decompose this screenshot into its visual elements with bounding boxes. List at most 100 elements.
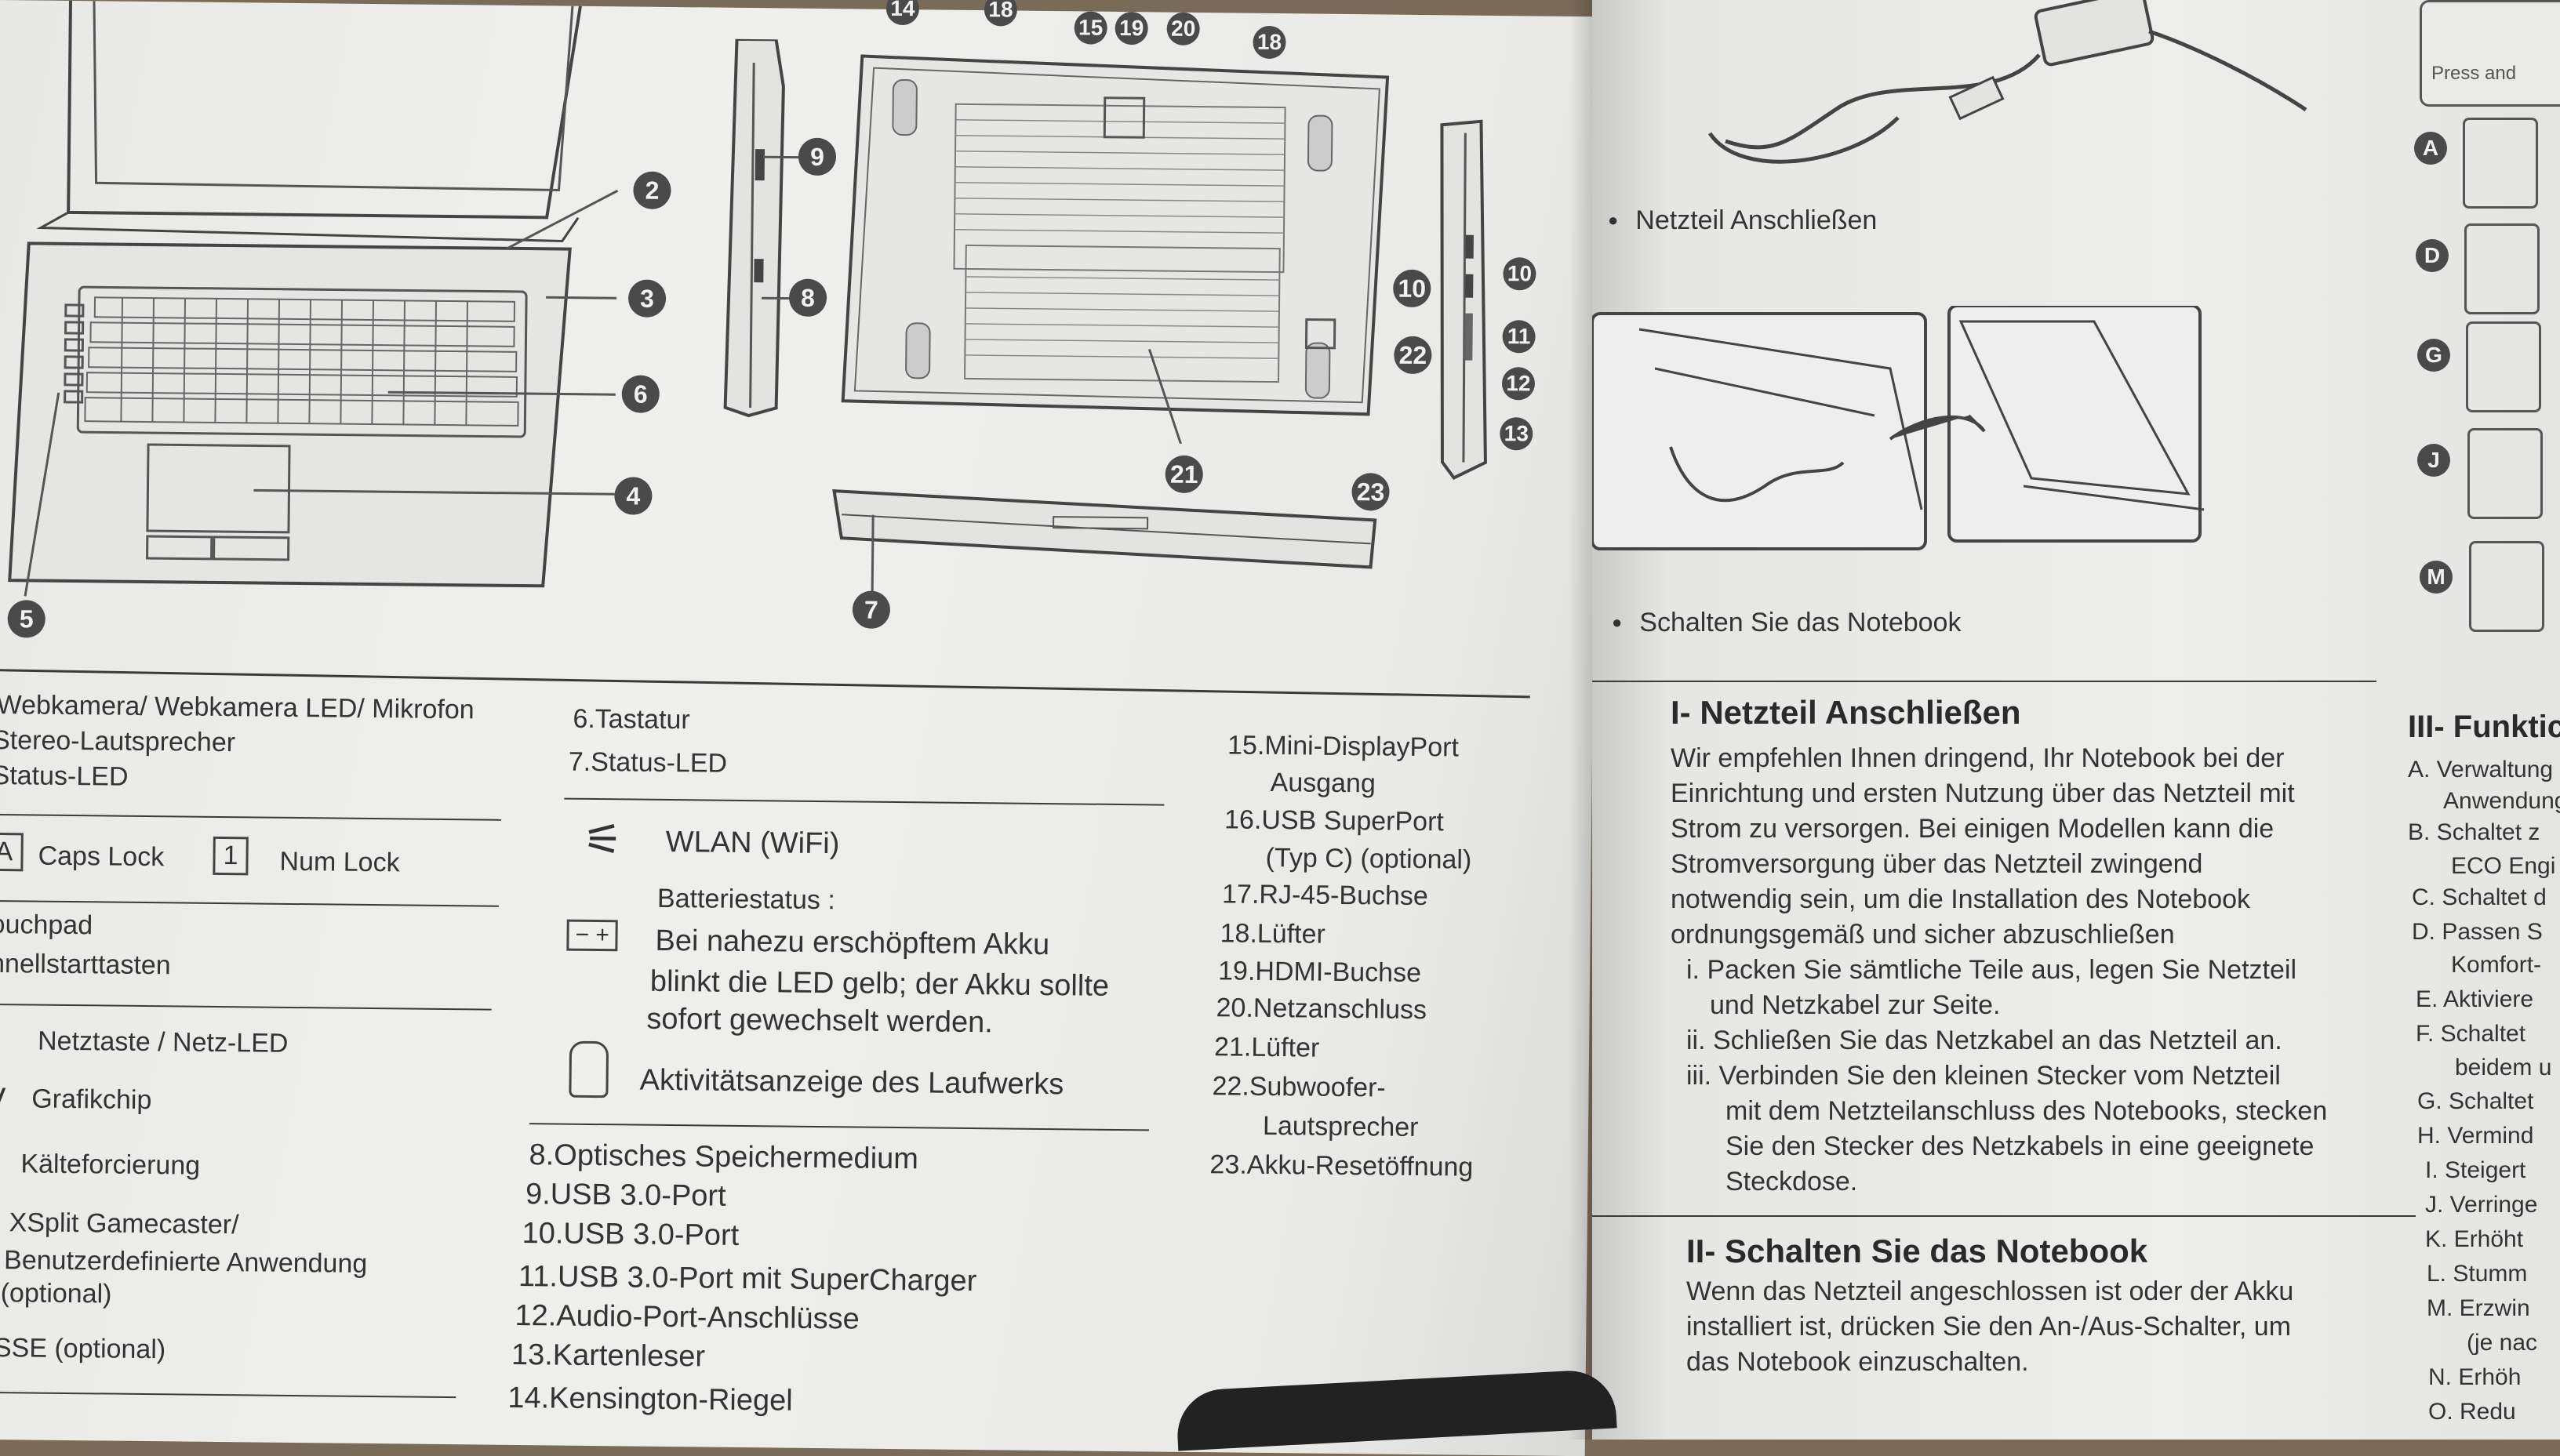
power-adapter-illustration <box>1707 0 2307 164</box>
section-3-item: N. Erhöh <box>2428 1364 2522 1390</box>
legend-item-21: 21.Lüfter <box>1213 1032 1320 1063</box>
section-3-item: O. Redu <box>2428 1399 2516 1425</box>
legend-item-8: 8.Optisches Speichermedium <box>529 1138 919 1176</box>
laptop-left-side-illustration <box>723 38 806 418</box>
section-3-item: H. Vermind <box>2417 1123 2534 1149</box>
legend-wlan: WLAN (WiFi) <box>665 825 840 861</box>
section-3-item: beidem u <box>2455 1055 2552 1080</box>
press-panel-illustration <box>2420 0 2560 107</box>
section-3-item: J. Verringe <box>2425 1192 2538 1218</box>
divider-col2-a <box>564 797 1165 806</box>
legend-sse: SSE (optional) <box>0 1333 166 1365</box>
step-iii-line-4: Steckdose. <box>1725 1167 1858 1196</box>
letter-a-icon: A <box>2414 132 2447 165</box>
legend-item-14: 14.Kensington-Riegel <box>507 1381 793 1418</box>
legend-item-10: 10.USB 3.0-Port <box>522 1217 740 1252</box>
divider-right-b <box>1592 1215 2416 1217</box>
legend-3: Status-LED <box>0 760 129 792</box>
section-1-line: notwendig sein, um die Installation des … <box>1671 884 2251 914</box>
section-2-line: installiert ist, drücken Sie den An-/Aus… <box>1686 1312 2292 1342</box>
legend-item-13: 13.Kartenleser <box>511 1338 706 1374</box>
section-3-item: E. Aktiviere <box>2416 986 2534 1012</box>
callout-18-top: 18 <box>984 0 1018 27</box>
callout-11: 11 <box>1502 320 1536 354</box>
callout-10: 10 <box>1503 257 1536 291</box>
callout-2: 2 <box>633 171 671 209</box>
legend-xsplit-2: Benutzerdefinierte Anwendung <box>3 1245 368 1279</box>
section-3-item: Anwendung <box>2443 788 2560 814</box>
divider-col1-c <box>0 1003 492 1011</box>
divider-col2-b <box>529 1123 1149 1131</box>
letter-m-icon: M <box>2420 561 2453 594</box>
press-label: Press and <box>2431 63 2517 84</box>
section-1-line: Stromversorgung über das Netzteil zwinge… <box>1671 849 2203 879</box>
legend-xsplit-1: XSplit Gamecaster/ <box>9 1207 239 1240</box>
callout-15: 15 <box>1074 11 1107 45</box>
section-2-body: Wenn das Netzteil angeschlossen ist oder… <box>1686 1274 2293 1380</box>
step-iii-line-3: Sie den Stecker des Netzkabels in eine g… <box>1725 1131 2315 1161</box>
legend-item-15b: Ausgang <box>1270 768 1376 799</box>
legend-drive: Aktivitätsanzeige des Laufwerks <box>639 1063 1064 1102</box>
key-m-illustration <box>2469 541 2544 632</box>
legend-quickstart: hnellstarttasten <box>0 948 171 981</box>
callout-6: 6 <box>621 375 660 413</box>
section-2-line: das Notebook einzuschalten. <box>1686 1347 2029 1377</box>
section-3-item: I. Steigert <box>2425 1157 2526 1183</box>
laptop-bottom-view-illustration <box>841 54 1390 446</box>
section-3-item: A. Verwaltung <box>2408 757 2554 782</box>
callout-3: 3 <box>627 279 667 318</box>
caption-adapter: Netzteil Anschließen <box>1608 205 1877 236</box>
divider-col1-d <box>0 1391 456 1399</box>
section-3-item: (je nac <box>2467 1330 2538 1356</box>
legend-item-15a: 15.Mini-DisplayPort <box>1227 730 1460 763</box>
legend-xsplit-3: (optional) <box>0 1278 112 1309</box>
legend-1: Webkamera/ Webkamera LED/ Mikrofon <box>0 690 475 725</box>
legend-item-7: 7.Status-LED <box>568 746 728 779</box>
callout-19: 19 <box>1115 11 1148 45</box>
callout-10-left: 10 <box>1392 269 1431 308</box>
letter-j-icon: J <box>2417 444 2450 477</box>
section-3-item: ECO Engi <box>2451 853 2556 879</box>
section-1-line: ordnungsgemäß und sicher abzuschließen <box>1671 920 2175 949</box>
step-i-line-1: i. Packen Sie sämtliche Teile aus, legen… <box>1686 955 2296 985</box>
callout-8: 8 <box>788 278 827 318</box>
section-3-item: B. Schaltet z <box>2408 819 2540 845</box>
divider-col1-b <box>0 899 499 907</box>
legend-graphics: Grafikchip <box>31 1084 152 1116</box>
section-2-line: Wenn das Netzteil angeschlossen ist oder… <box>1686 1276 2294 1306</box>
step-iii-line-1: iii. Verbinden Sie den kleinen Stecker v… <box>1686 1061 2281 1091</box>
legend-cooler: Kälteforcierung <box>20 1149 201 1181</box>
section-1-title: I- Netzteil Anschließen <box>1671 694 2021 731</box>
callout-5: 5 <box>7 600 45 638</box>
section-1-line: Einrichtung und ersten Nutzung über das … <box>1671 779 2295 808</box>
divider-right-a <box>1592 681 2376 682</box>
legend-2: Stereo-Lautsprecher <box>0 724 236 758</box>
callout-14: 14 <box>885 0 920 26</box>
laptop-right-side-illustration <box>1440 119 1487 480</box>
key-j-illustration <box>2467 428 2543 519</box>
section-3-item: K. Erhöht <box>2425 1226 2524 1252</box>
step-iii-line-2: mit dem Netzteilanschluss des Notebooks,… <box>1725 1096 2328 1126</box>
battery-line-1: Bei nahezu erschöpftem Akku <box>655 924 1050 962</box>
callout-22: 22 <box>1394 336 1432 375</box>
legend-item-16b: (Typ C) (optional) <box>1265 842 1472 875</box>
legend-item-9: 9.USB 3.0-Port <box>525 1178 726 1213</box>
letter-g-icon: G <box>2417 339 2450 372</box>
left-manual-page: 14 18 15 19 20 18 <box>0 0 1600 1456</box>
power-icon: ) <box>0 1019 1 1058</box>
drive-activity-icon <box>569 1040 609 1098</box>
key-a-illustration <box>2463 118 2538 209</box>
section-1-line: Wir empfehlen Ihnen dringend, Ihr Notebo… <box>1671 743 2285 773</box>
caps-lock-key-icon: A <box>0 832 24 872</box>
key-d-illustration <box>2464 223 2540 314</box>
power-on-illustration <box>1592 306 2205 550</box>
num-lock-label: Num Lock <box>279 846 400 878</box>
callout-12: 12 <box>1501 367 1536 401</box>
battery-title: Batteriestatus : <box>656 883 836 916</box>
section-3-item: F. Schaltet <box>2416 1021 2526 1047</box>
legend-touchpad: ouchpad <box>0 909 93 941</box>
legend-item-6: 6.Tastatur <box>573 703 690 735</box>
letter-d-icon: D <box>2416 239 2449 272</box>
callout-7: 7 <box>852 590 891 629</box>
legend-item-11: 11.USB 3.0-Port mit SuperCharger <box>518 1260 977 1298</box>
